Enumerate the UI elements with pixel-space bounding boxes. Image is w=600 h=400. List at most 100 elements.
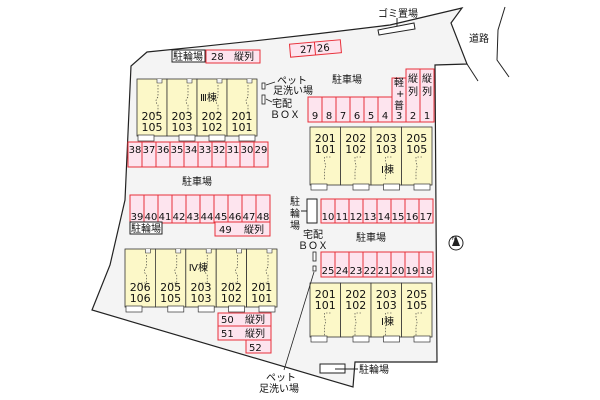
unit-number-upper: 203 — [172, 110, 193, 123]
parking-number: 4 — [382, 111, 388, 122]
svg-text:縦列: 縦列 — [245, 327, 265, 340]
parking-number: 19 — [406, 266, 419, 277]
svg-text:27: 27 — [300, 44, 314, 56]
parking-number: 25 — [322, 266, 335, 277]
entrance-step — [178, 134, 196, 142]
svg-text:縦列: 縦列 — [234, 50, 254, 63]
bicycle-label-v: 場 — [290, 219, 300, 232]
bicycle-label-v: 駐 — [290, 195, 300, 208]
bicycle-parking-top — [171, 49, 206, 63]
unit-number-upper: 202 — [345, 288, 366, 301]
pet-wash-label: 足洗い場 — [259, 382, 299, 395]
parking-number: 34 — [185, 145, 198, 156]
parking-number: 45 — [215, 212, 228, 223]
unit-number-upper: 201 — [232, 110, 253, 123]
parking-spot-29 — [253, 141, 269, 168]
parking-number: 38 — [129, 145, 142, 156]
bicycle-label: 駐輪場 — [173, 50, 203, 63]
parking-number: 46 — [229, 212, 242, 223]
entrance-step — [413, 335, 431, 343]
parking-spots-27-26: 27 26 — [288, 39, 342, 58]
svg-text:49: 49 — [219, 225, 232, 236]
parking-number: 11 — [336, 212, 349, 223]
parking-spot-51: 51 縦列 — [217, 325, 272, 341]
entrance-step — [413, 183, 431, 191]
unit-number-upper: 203 — [376, 288, 397, 301]
parking-number: 22 — [364, 266, 377, 277]
parking-number: 8 — [326, 111, 332, 122]
svg-text:縦列: 縦列 — [244, 223, 264, 236]
unit-number-lower: 102 — [202, 121, 223, 134]
parking-number: 29 — [255, 145, 268, 156]
building-name: Ⅰ棟 — [381, 315, 394, 328]
north-arrow-icon: N — [448, 235, 464, 251]
pet-wash-top — [261, 82, 266, 90]
plus-label: + — [396, 89, 404, 100]
delivery-box-label: ＢＯＸ — [270, 110, 300, 121]
entrance-step — [197, 305, 215, 313]
garbage-station — [377, 22, 416, 36]
bicycle-label: 駐輪場 — [359, 363, 389, 376]
unit-number-lower: 105 — [406, 143, 427, 156]
garbage-label: ゴミ置場 — [378, 7, 418, 20]
unit-number-upper: 203 — [376, 132, 397, 145]
parking-number: 41 — [159, 212, 172, 223]
parking-spot-52: 52 — [245, 339, 272, 354]
parking-number: 2 — [410, 111, 416, 122]
tandem-label: 縦 — [422, 72, 432, 85]
parking-number: 12 — [350, 212, 363, 223]
entrance-step — [208, 134, 226, 142]
tandem-label: 列 — [422, 85, 432, 98]
svg-text:縦列: 縦列 — [245, 313, 265, 326]
parking-number: 32 — [213, 145, 226, 156]
unit-number-upper: 202 — [202, 110, 223, 123]
delivery-box-middle — [312, 251, 317, 262]
pet-wash-label: ペット — [266, 373, 296, 384]
bicycle-label: 駐輪場 — [131, 222, 161, 235]
building-name: Ⅲ棟 — [200, 91, 217, 104]
unit-number-upper: 206 — [130, 281, 151, 294]
bicycle-parking-middle — [306, 198, 318, 224]
svg-text:51: 51 — [221, 329, 234, 340]
unit-number-lower: 103 — [191, 292, 212, 305]
parking-number: 6 — [354, 111, 360, 122]
parking-number: 18 — [420, 266, 433, 277]
unit-number-upper: 205 — [160, 281, 181, 294]
parking-number: 17 — [420, 212, 433, 223]
parking-number: 7 — [340, 111, 346, 122]
entrance-step — [352, 335, 370, 343]
unit-number-upper: 205 — [406, 288, 427, 301]
parking-number: 36 — [157, 145, 170, 156]
parking-number: 43 — [187, 212, 200, 223]
parking-number: 33 — [199, 145, 212, 156]
parking-number: 31 — [227, 145, 240, 156]
parking-number: 1 — [424, 111, 430, 122]
entrance-step — [167, 305, 185, 313]
parking-number: 13 — [364, 212, 377, 223]
unit-number-lower: 101 — [315, 299, 336, 312]
road-label: 道路 — [469, 32, 489, 45]
parking-spot-49: 49 縦列 — [214, 221, 271, 237]
parking-number: 48 — [257, 212, 270, 223]
unit-number-lower: 102 — [221, 292, 242, 305]
entrance-step — [238, 134, 256, 142]
parking-number: 10 — [322, 212, 335, 223]
kei-label: 軽 — [394, 77, 404, 89]
svg-text:52: 52 — [249, 343, 262, 354]
parking-number: 21 — [378, 266, 391, 277]
parking-lot-label: 駐車場 — [332, 73, 362, 86]
